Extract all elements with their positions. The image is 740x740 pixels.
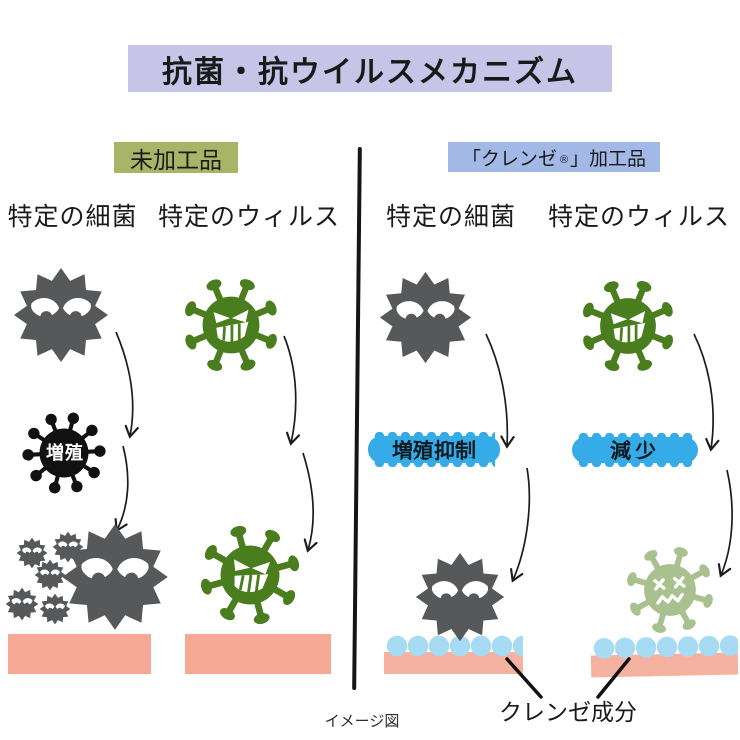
bacteria-icon <box>379 271 472 364</box>
dead-virus-icon <box>622 542 718 638</box>
cleanse-component-dots <box>592 634 739 660</box>
arrow-right-virus-2 <box>717 469 733 578</box>
suppression-badge: 増殖抑制 <box>368 432 500 467</box>
virus-icon <box>581 279 675 373</box>
fabric-surface-bar <box>185 634 331 674</box>
left-bacteria-heading: 特定の細菌 <box>7 203 138 231</box>
small-bacteria-icon <box>34 559 66 591</box>
right-virus-heading: 特定のウィルス <box>548 203 731 231</box>
virus-on-surface-icon <box>194 519 306 631</box>
cleanse-component-dots <box>386 635 523 657</box>
processed-label-text: 」加工品 <box>570 148 647 170</box>
arrow-left-virus-2 <box>302 452 318 553</box>
small-bacteria-icon <box>5 587 39 621</box>
image-caption: イメージ図 <box>324 712 400 730</box>
page-title: 抗菌・抗ウイルスメカニズム <box>128 45 612 92</box>
arrow-right-virus-1 <box>693 333 720 452</box>
processed-section-label: 「クレンゼ ® 」加工品 <box>448 142 660 172</box>
proliferation-badge: 増殖 <box>46 443 84 463</box>
suppressed-bacteria-icon <box>415 552 505 642</box>
arrow-left-bacteria-1 <box>115 331 139 439</box>
arrow-right-bacteria-1 <box>485 333 515 449</box>
arrow-left-bacteria-2 <box>114 445 129 533</box>
small-bacteria-icon <box>39 593 71 625</box>
registered-trademark-symbol: ® <box>559 154 569 166</box>
multiplied-bacteria-icon <box>62 524 168 630</box>
right-bacteria-heading: 特定の細菌 <box>385 203 516 231</box>
arrow-left-virus-1 <box>283 335 301 446</box>
decrease-badge: 減少 <box>572 433 698 467</box>
arrow-right-bacteria-2 <box>509 467 531 583</box>
divider-line <box>352 146 362 691</box>
unprocessed-section-label: 未加工品 <box>114 142 238 173</box>
cleanse-component-label: クレンゼ成分 <box>499 699 637 725</box>
processed-label-text: 「クレンゼ <box>461 148 557 170</box>
small-bacteria-icon <box>52 531 84 563</box>
left-virus-heading: 特定のウィルス <box>158 203 341 231</box>
fabric-surface-bar <box>8 634 151 674</box>
small-bacteria-icon <box>16 537 48 569</box>
virus-icon <box>183 277 279 373</box>
fabric-surface-bar <box>384 652 523 674</box>
bacteria-icon <box>13 267 109 363</box>
